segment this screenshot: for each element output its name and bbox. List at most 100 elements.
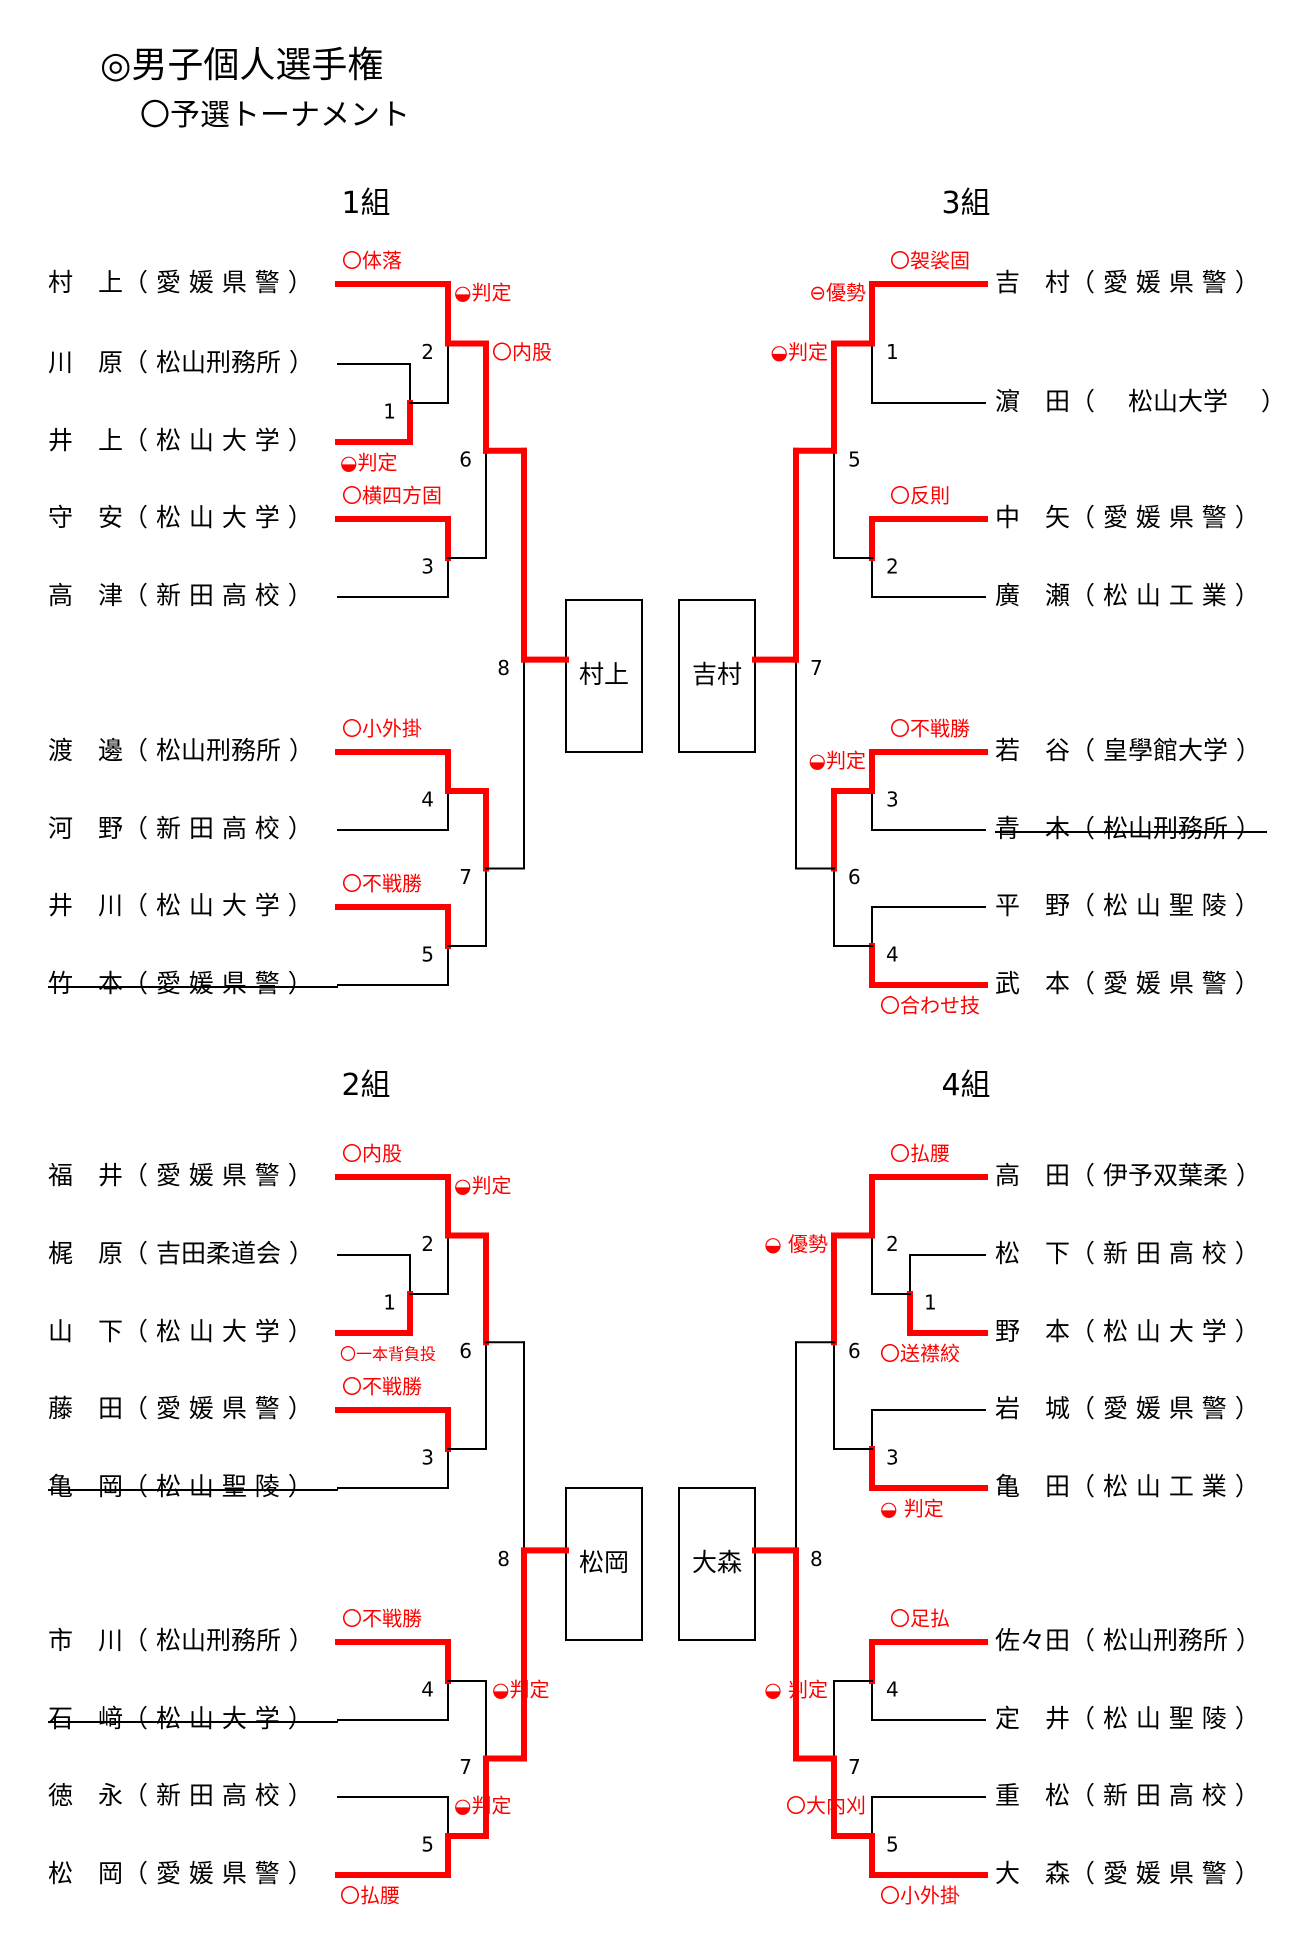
match-number: 6	[848, 1339, 861, 1363]
winner-name: 吉村	[692, 660, 742, 689]
technique-label: 〇足払	[890, 1607, 950, 1631]
player-2-5: 若 谷（ 皇學館大学 ）	[995, 736, 1261, 765]
player-1-2: 川 原（ 松山刑務所 ）	[48, 348, 314, 377]
match-number: 7	[848, 1755, 861, 1779]
technique-label: ◒判定	[809, 749, 866, 773]
winner-name: 大森	[692, 1548, 742, 1577]
match-number: 2	[421, 1232, 434, 1256]
technique-label: ◒判定	[454, 1174, 511, 1198]
technique-label: 〇送襟絞	[880, 1342, 960, 1366]
player-1-9: 竹 本（ 愛 媛 県 警 ）	[48, 969, 313, 998]
group-4-heading: 4組	[941, 1068, 991, 1103]
match-number: 6	[459, 1339, 472, 1363]
match-number: 4	[421, 1678, 434, 1702]
winner-box	[678, 1487, 756, 1641]
player-1-5: 高 津（ 新 田 高 校 ）	[48, 581, 313, 610]
match-number: 8	[497, 1547, 510, 1571]
winner-name: 村上	[579, 660, 629, 689]
match-number: 8	[497, 656, 510, 680]
match-number: 1	[383, 1291, 396, 1315]
technique-label: 〇大内刈	[786, 1794, 866, 1818]
match-number: 5	[421, 1833, 434, 1857]
match-number: 2	[886, 555, 899, 579]
group-2-bracket: 吉 村（ 愛 媛 県 警 ）濵 田（ 松山大学 ）中 矢（ 愛 媛 県 警 ）廣…	[678, 249, 1286, 1018]
page-title: ◎男子個人選手権	[100, 45, 384, 86]
technique-label: 〇不戦勝	[890, 717, 970, 741]
player-3-1: 福 井（ 愛 媛 県 警 ）	[48, 1161, 313, 1190]
player-4-6: 佐々田（ 松山刑務所 ）	[995, 1626, 1261, 1655]
player-3-3: 山 下（ 松 山 大 学 ）	[48, 1317, 313, 1346]
winner-name: 松岡	[579, 1548, 629, 1577]
match-number: 7	[459, 865, 472, 889]
match-number: 5	[421, 943, 434, 967]
match-number: 4	[421, 788, 434, 812]
technique-label: ◒ 判定	[880, 1497, 944, 1521]
match-number: 4	[886, 943, 899, 967]
group-3-heading: 3組	[941, 186, 991, 221]
player-2-6: 青 木（ 松山刑務所 ）	[995, 814, 1261, 843]
match-number: 3	[886, 1446, 899, 1470]
technique-label: ◒判定	[454, 281, 511, 305]
player-3-7: 石 﨑（ 松 山 大 学 ）	[48, 1704, 313, 1733]
group-3-bracket: 福 井（ 愛 媛 県 警 ） 梶 原（ 吉田柔道会 ） 山 下（ 松 山 大 学 ）…	[48, 1142, 643, 1908]
match-number: 6	[459, 447, 472, 471]
technique-label: 〇払腰	[340, 1884, 400, 1908]
group-1-bracket: 村 上（ 愛 媛 県 警 ） 川 原（ 松山刑務所 ） 井 上（ 松 山 大 学 ）…	[48, 249, 643, 998]
player-4-3: 野 本（ 松 山 大 学 ）	[995, 1317, 1260, 1346]
technique-label: 〇合わせ技	[880, 994, 980, 1018]
technique-label: 〇横四方固	[342, 484, 442, 508]
technique-label: ◒判定	[492, 1678, 549, 1702]
match-number: 3	[886, 788, 899, 812]
group-4-bracket: 高 田（ 伊予双葉柔 ）松 下（ 新 田 高 校 ）野 本（ 松 山 大 学 ）…	[678, 1142, 1261, 1908]
technique-label: ◒判定	[340, 451, 397, 475]
player-4-5: 亀 田（ 松 山 工 業 ）	[995, 1472, 1260, 1501]
technique-label: 〇不戦勝	[342, 1607, 422, 1631]
player-1-6: 渡 邊（ 松山刑務所 ）	[48, 736, 314, 765]
match-number: 8	[810, 1547, 823, 1571]
group-1-heading: 1組	[341, 186, 391, 221]
match-number: 7	[810, 656, 823, 680]
technique-label: 〇体落	[342, 249, 402, 273]
player-2-4: 廣 瀬（ 松 山 工 業 ）	[995, 581, 1260, 610]
technique-label: ◒ 優勢	[764, 1232, 828, 1256]
player-3-8: 徳 永（ 新 田 高 校 ）	[48, 1781, 313, 1810]
group-2-heading: 2組	[341, 1068, 391, 1103]
technique-label: 〇払腰	[890, 1142, 950, 1166]
technique-label: 〇不戦勝	[342, 872, 422, 896]
match-number: 6	[848, 865, 861, 889]
match-number: 3	[421, 1446, 434, 1470]
match-number: 1	[924, 1291, 937, 1315]
player-1-1: 村 上（ 愛 媛 県 警 ）	[48, 268, 313, 297]
player-3-6: 市 川（ 松山刑務所 ）	[48, 1626, 314, 1655]
technique-label: ⊖優勢	[809, 281, 866, 305]
player-1-7: 河 野（ 新 田 高 校 ）	[48, 814, 313, 843]
winner-box	[565, 599, 643, 753]
player-4-8: 重 松（ 新 田 高 校 ）	[995, 1781, 1260, 1810]
player-2-3: 中 矢（ 愛 媛 県 警 ）	[995, 503, 1260, 532]
player-3-5: 亀 岡（ 松 山 聖 陵 ）	[48, 1472, 313, 1501]
technique-label: 〇袈裟固	[890, 249, 970, 273]
technique-label: 〇小外掛	[880, 1884, 960, 1908]
match-number: 1	[886, 340, 899, 364]
player-2-1: 吉 村（ 愛 媛 県 警 ）	[995, 268, 1260, 297]
player-4-4: 岩 城（ 愛 媛 県 警 ）	[995, 1394, 1260, 1423]
technique-label: ◒判定	[771, 340, 828, 364]
player-4-9: 大 森（ 愛 媛 県 警 ）	[995, 1859, 1260, 1888]
player-3-9: 松 岡（ 愛 媛 県 警 ）	[48, 1859, 313, 1888]
player-1-3: 井 上（ 松 山 大 学 ）	[48, 426, 313, 455]
player-3-2: 梶 原（ 吉田柔道会 ）	[48, 1239, 314, 1268]
match-number: 1	[383, 400, 396, 424]
player-1-8: 井 川（ 松 山 大 学 ）	[48, 891, 313, 920]
match-number: 5	[848, 447, 861, 471]
player-2-7: 平 野（ 松 山 聖 陵 ）	[995, 891, 1260, 920]
match-number: 3	[421, 555, 434, 579]
player-2-8: 武 本（ 愛 媛 県 警 ）	[995, 969, 1260, 998]
match-number: 4	[886, 1678, 899, 1702]
match-number: 7	[459, 1755, 472, 1779]
winner-box	[565, 1487, 643, 1641]
player-4-1: 高 田（ 伊予双葉柔 ）	[995, 1161, 1261, 1190]
winner-box	[678, 599, 756, 753]
page-subtitle: 〇予選トーナメント	[140, 98, 410, 133]
technique-label: 〇小外掛	[342, 717, 422, 741]
